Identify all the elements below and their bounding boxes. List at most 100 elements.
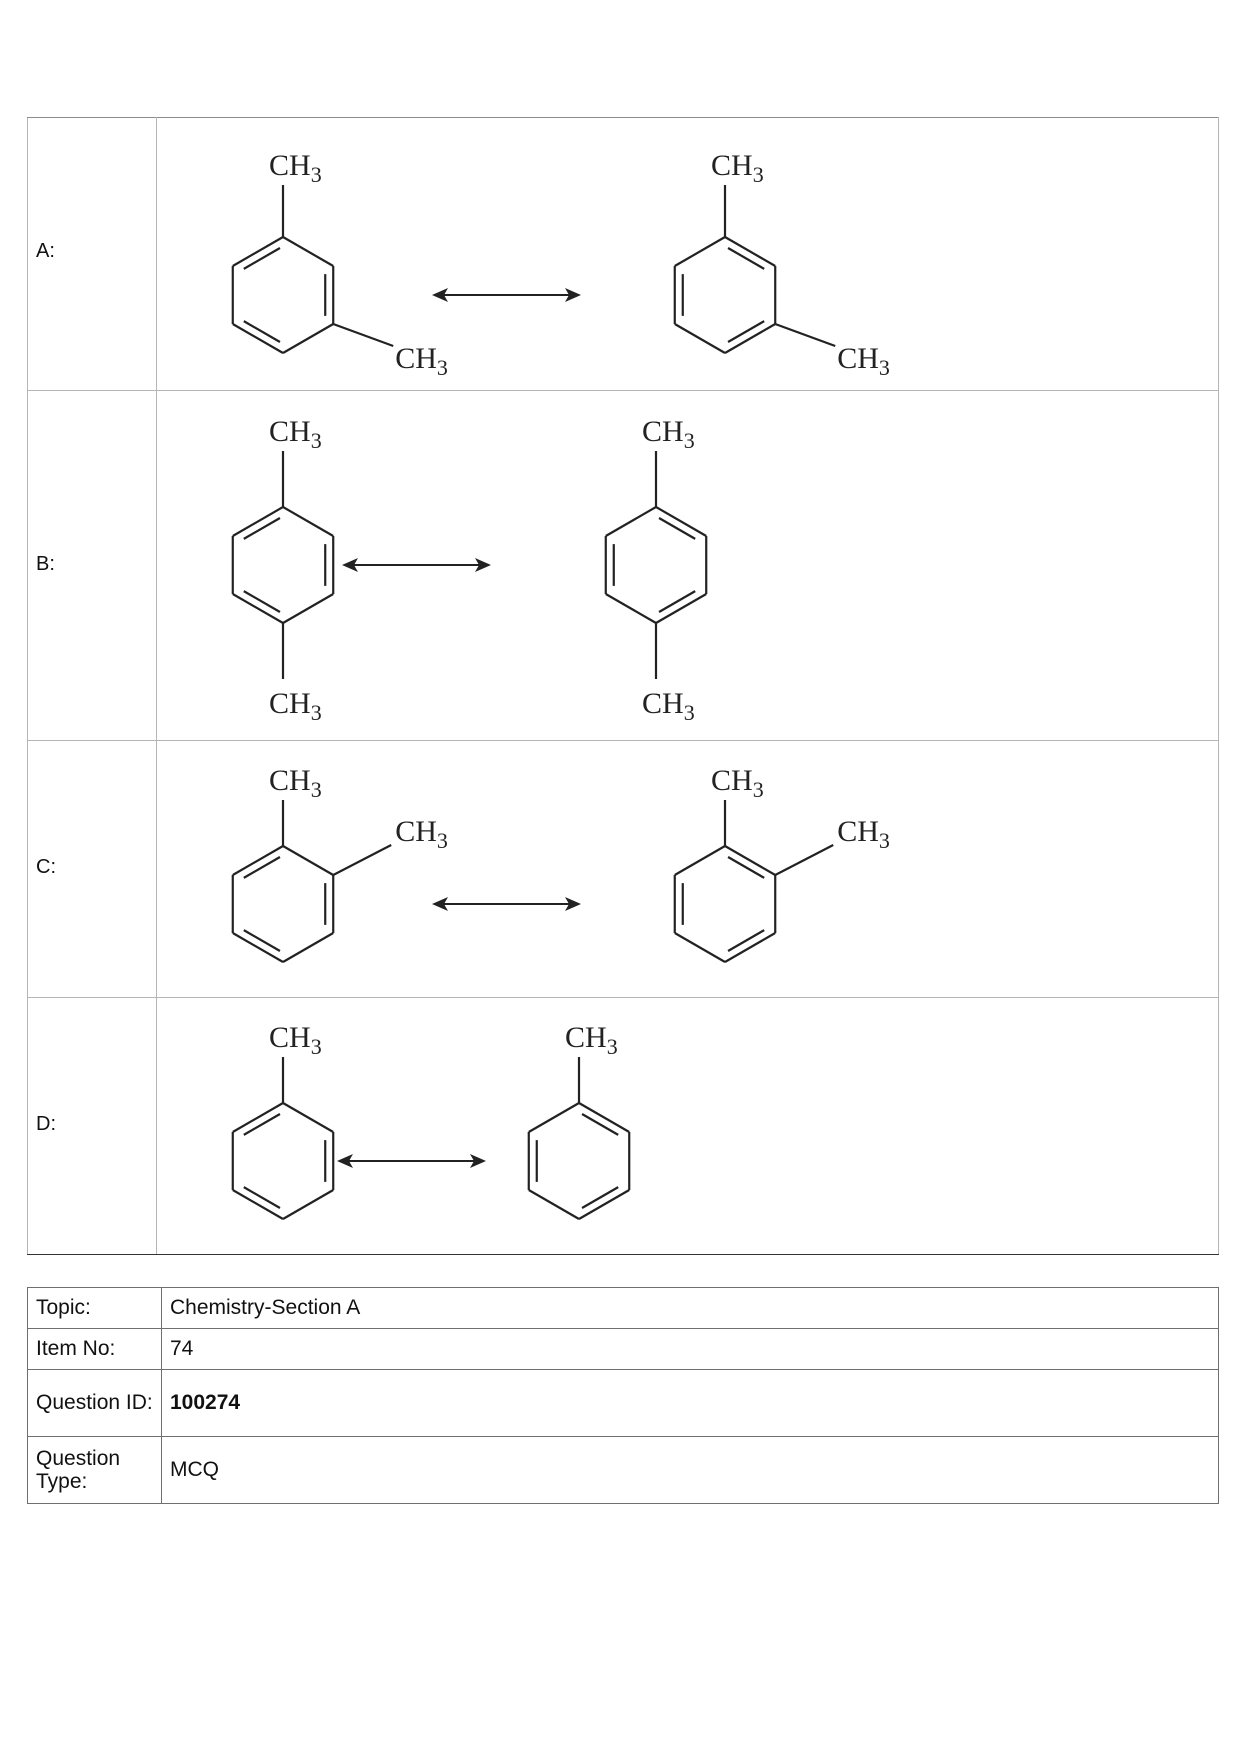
ring-bond	[724, 932, 776, 963]
ring-double-bond	[658, 590, 696, 613]
arrow-head-left	[432, 897, 448, 911]
option-label-c-text: C:	[36, 856, 56, 878]
ring-double-bond	[243, 1113, 281, 1136]
ring-bond	[282, 1189, 334, 1220]
ring-bond	[528, 1189, 580, 1220]
methyl-group-label: CH3	[269, 415, 322, 453]
ring-double-bond	[243, 856, 281, 879]
ring-bond	[282, 323, 334, 354]
meta-row-qid: Question ID: 100274	[27, 1369, 1219, 1437]
arrow-head-left	[337, 1154, 353, 1168]
ring-bond	[282, 506, 334, 537]
topic-value: Chemistry-Section A	[161, 1287, 1219, 1329]
item-key: Item No:	[27, 1328, 162, 1370]
ring-double-bond	[581, 1186, 619, 1209]
option-label-b: B:	[27, 390, 157, 741]
ring-bond	[232, 1102, 284, 1133]
methyl-bond	[774, 322, 836, 348]
ring-double-bond	[243, 590, 281, 613]
methyl-group-label: CH3	[395, 342, 448, 380]
ring-bond	[232, 932, 284, 963]
ring-bond	[578, 1102, 630, 1133]
ring-bond	[528, 1102, 580, 1133]
ring-bond	[282, 932, 334, 963]
ring-double-bond	[243, 1186, 281, 1209]
ring-bond	[282, 236, 334, 267]
arrow-head-right	[565, 897, 581, 911]
topic-key: Topic:	[27, 1287, 162, 1329]
ring-double-bond	[727, 856, 765, 879]
arrow-head-right	[565, 288, 581, 302]
methyl-group-label: CH3	[565, 1021, 618, 1059]
qtype-value: MCQ	[161, 1436, 1219, 1504]
option-label-d: D:	[27, 997, 157, 1255]
methyl-group-label: CH3	[642, 687, 695, 725]
qid-value: 100274	[161, 1369, 1219, 1437]
methyl-group-label: CH3	[269, 149, 322, 187]
ring-bond	[655, 506, 707, 537]
ring-double-bond	[243, 247, 281, 270]
ring-bond	[605, 593, 657, 624]
meta-row-topic: Topic: Chemistry-Section A	[27, 1287, 1219, 1329]
ring-double-bond	[727, 929, 765, 952]
methyl-group-label: CH3	[269, 1021, 322, 1059]
ring-double-bond	[727, 247, 765, 270]
meta-row-qtype: Question Type: MCQ	[27, 1436, 1219, 1504]
methyl-group-label: CH3	[837, 815, 890, 853]
option-label-b-text: B:	[36, 553, 55, 575]
meta-row-item: Item No: 74	[27, 1328, 1219, 1370]
ring-bond	[724, 236, 776, 267]
ring-double-bond	[581, 1113, 619, 1136]
ring-bond	[674, 323, 726, 354]
arrow-head-left	[342, 558, 358, 572]
ring-bond	[232, 593, 284, 624]
methyl-group-label: CH3	[269, 687, 322, 725]
methyl-bond	[774, 844, 834, 876]
arrow-head-right	[475, 558, 491, 572]
ring-double-bond	[727, 320, 765, 343]
ring-bond	[282, 593, 334, 624]
methyl-bond	[332, 844, 392, 876]
ring-bond	[232, 323, 284, 354]
resonance-structures-d: CH3 CH3	[231, 1021, 631, 1220]
methyl-group-label: CH3	[711, 149, 764, 187]
ring-double-bond	[243, 929, 281, 952]
ring-bond	[232, 236, 284, 267]
question-meta-table: Topic: Chemistry-Section A Item No: 74 Q…	[27, 1287, 1219, 1504]
ring-bond	[578, 1189, 630, 1220]
methyl-group-label: CH3	[269, 764, 322, 802]
ring-double-bond	[243, 320, 281, 343]
ring-bond	[232, 1189, 284, 1220]
methyl-group-label: CH3	[395, 815, 448, 853]
methyl-group-label: CH3	[642, 415, 695, 453]
ring-bond	[724, 845, 776, 876]
option-row-d: D: CH3 CH3	[27, 997, 1219, 1255]
option-label-a: A:	[27, 117, 157, 391]
methyl-bond	[332, 322, 394, 348]
ring-double-bond	[243, 517, 281, 540]
ring-bond	[674, 932, 726, 963]
ring-bond	[674, 845, 726, 876]
qid-key: Question ID:	[27, 1369, 162, 1437]
option-label-a-text: A:	[36, 240, 55, 262]
ring-bond	[282, 1102, 334, 1133]
ring-bond	[724, 323, 776, 354]
ring-double-bond	[658, 517, 696, 540]
arrow-head-right	[470, 1154, 486, 1168]
ring-bond	[232, 506, 284, 537]
ring-bond	[674, 236, 726, 267]
ring-bond	[655, 593, 707, 624]
ring-bond	[605, 506, 657, 537]
methyl-group-label: CH3	[711, 764, 764, 802]
option-label-d-text: D:	[36, 1113, 56, 1135]
